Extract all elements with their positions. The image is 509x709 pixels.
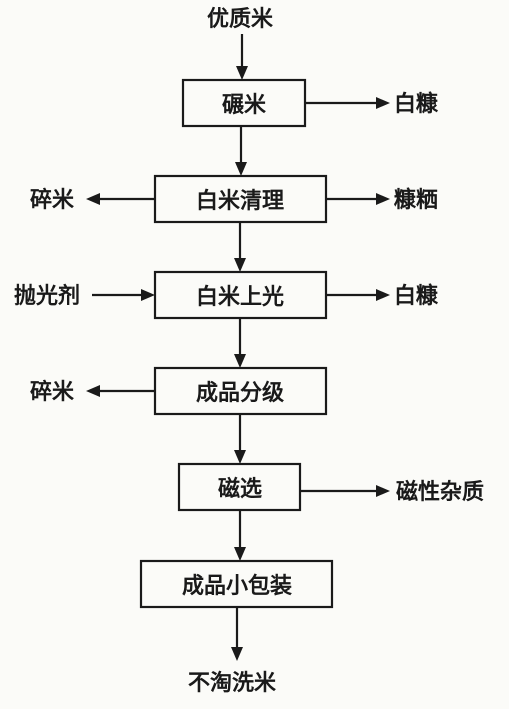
step-cleaning: 白米清理 [153,174,328,224]
branch-magnetic-right: 磁性杂质 [300,479,484,505]
step-packaging: 成品小包装 [139,559,334,609]
step-polishing: 白米上光 [153,270,328,320]
branch-mill-right: 白糠 [305,91,438,117]
byproduct-label: 碎米 [30,187,75,213]
output-label: 不淘洗米 [188,670,277,696]
step-cleaning-label: 白米清理 [196,188,284,214]
additive-label: 抛光剂 [14,283,80,309]
branch-cleaning-left: 碎米 [30,187,155,213]
branch-polishing-right: 白糠 [326,283,438,309]
byproduct-label: 白糠 [394,283,438,309]
byproduct-label: 白糠 [394,91,438,117]
step-packaging-label: 成品小包装 [182,573,292,599]
step-mill-label: 碾米 [222,93,267,118]
step-magnetic: 磁选 [177,462,302,512]
branch-cleaning-right: 糠粞 [326,187,438,213]
byproduct-label: 碎米 [30,379,75,405]
main-flow-arrows [231,34,248,661]
byproduct-label: 磁性杂质 [396,479,484,505]
branch-grading-left: 碎米 [30,379,155,405]
step-polishing-label: 白米上光 [196,284,284,310]
step-grading: 成品分级 [153,366,328,416]
input-label: 优质米 [207,6,274,32]
byproduct-label: 糠粞 [393,187,438,213]
step-grading-label: 成品分级 [196,380,284,406]
branch-polishing-left: 抛光剂 [14,283,155,309]
step-magnetic-label: 磁选 [218,476,262,502]
step-mill: 碾米 [181,78,307,128]
